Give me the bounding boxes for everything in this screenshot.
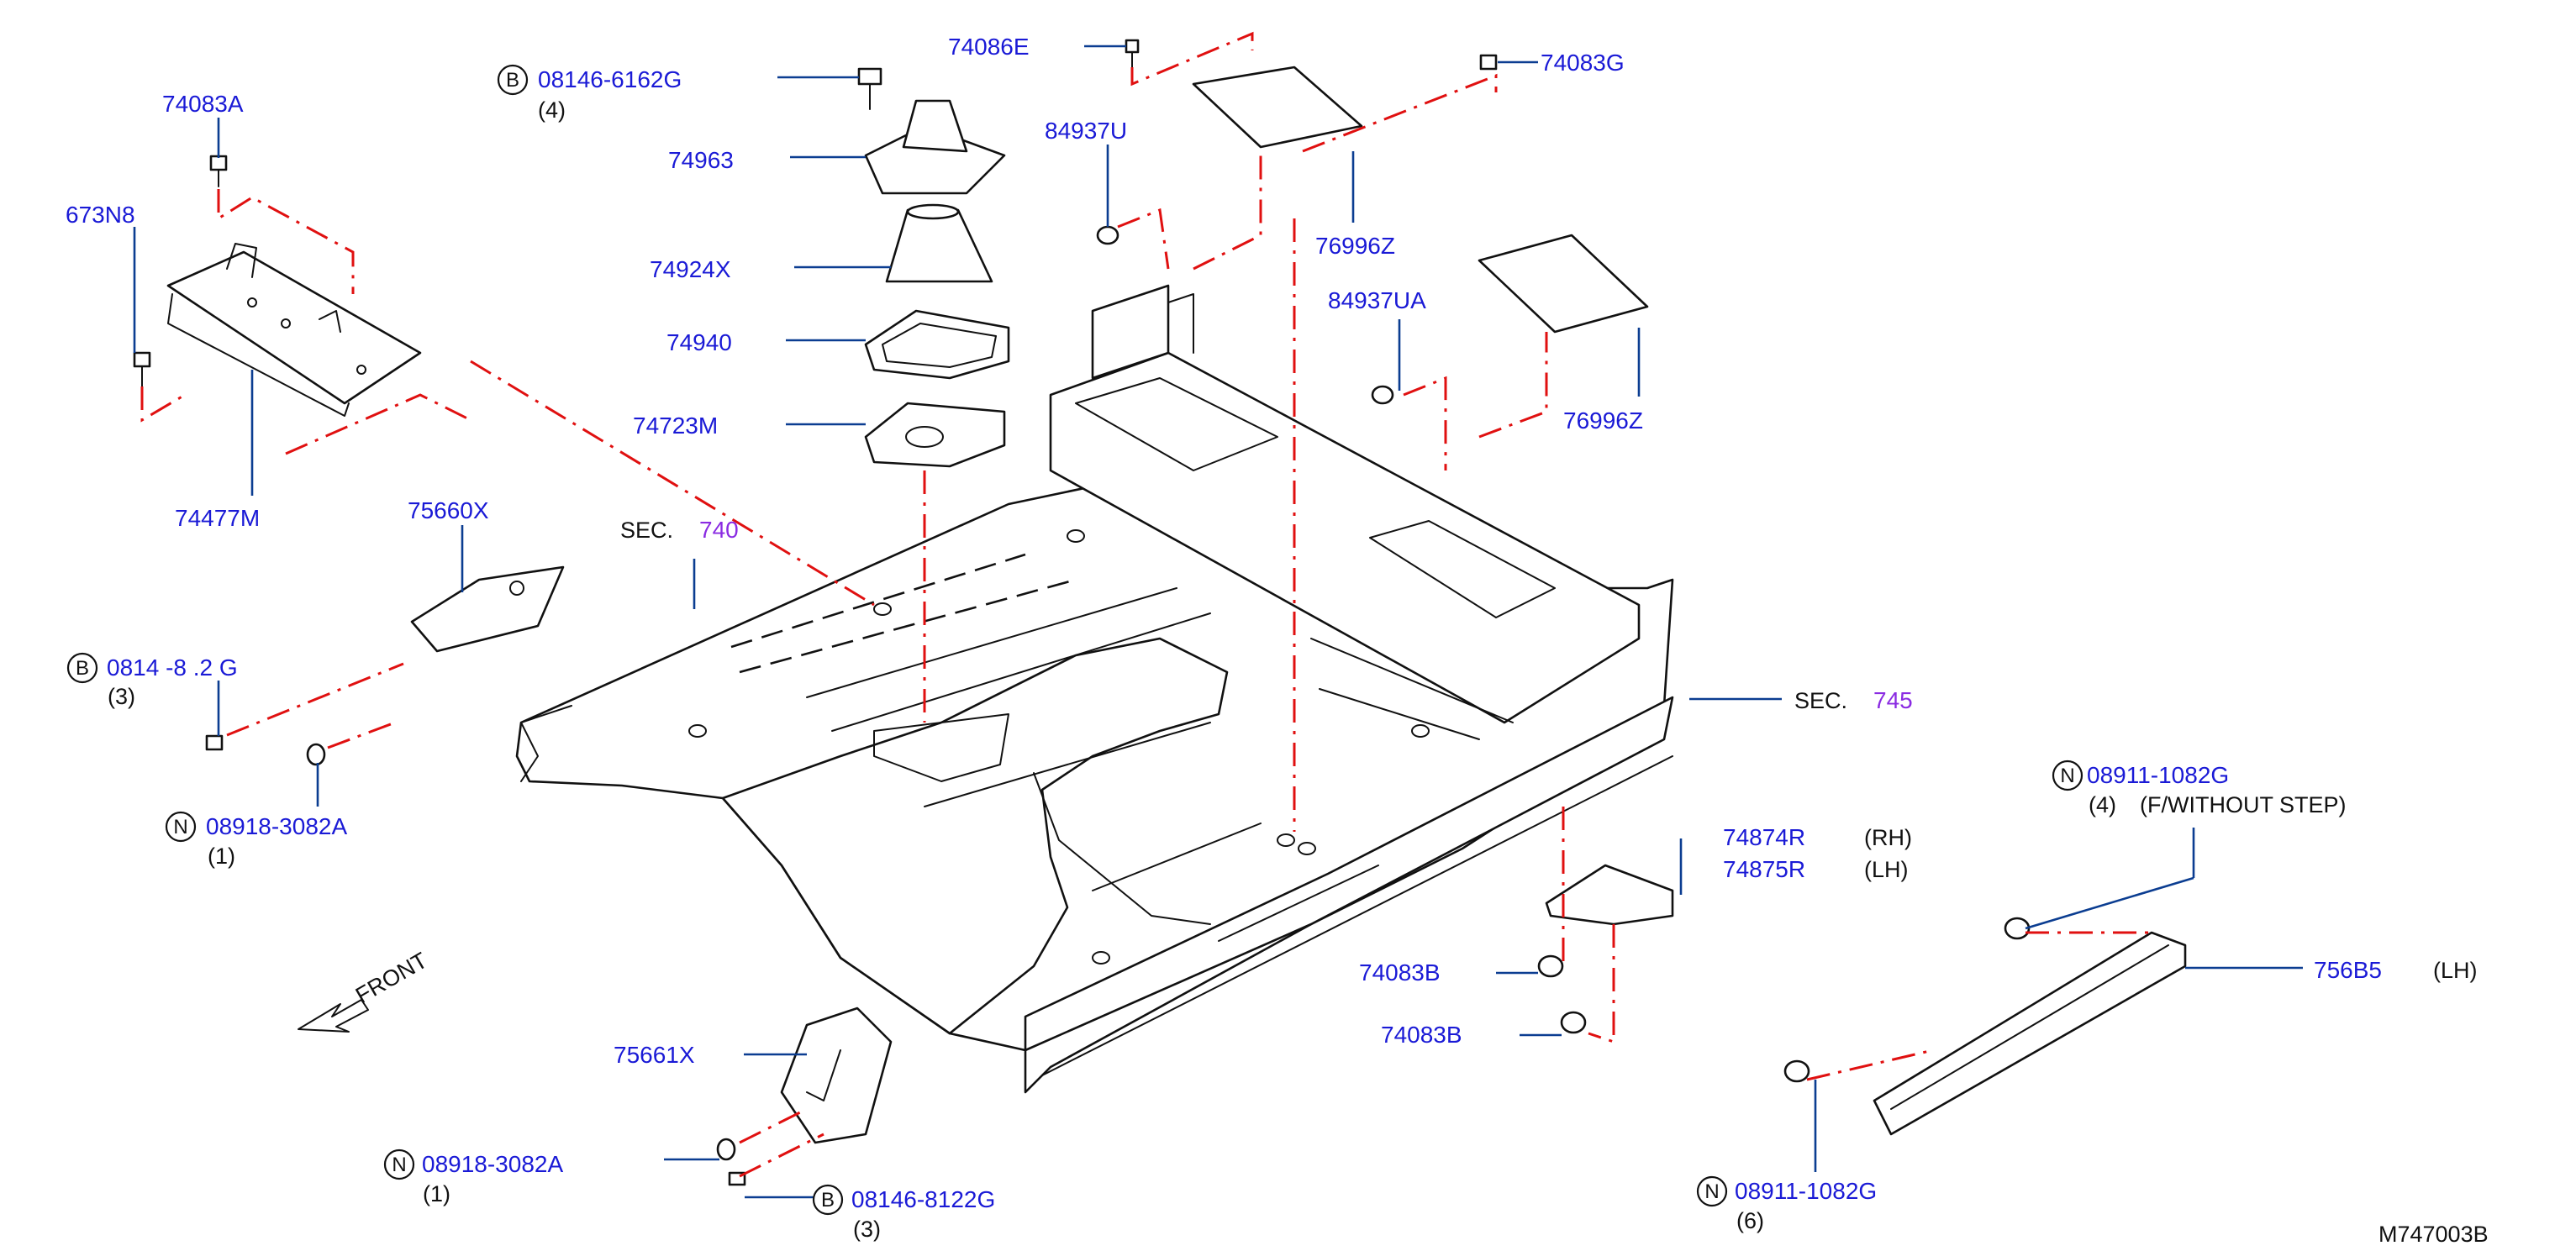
label-84937UA[interactable]: 84937UA [1328, 287, 1426, 313]
front-arrow-icon [298, 999, 369, 1033]
fastener-74083G [1479, 54, 1498, 71]
qty-08918-3082A-a: (1) [208, 844, 235, 869]
label-74477M[interactable]: 74477M [175, 505, 260, 531]
nut-08918-3082A-b [716, 1138, 736, 1161]
svg-text:N: N [173, 816, 187, 838]
label-08146-8122G[interactable]: 08146-8122G [851, 1186, 995, 1212]
nut-symbol-icon: N [1696, 1175, 1728, 1207]
pad-76996Z-a [1192, 66, 1363, 149]
clip-84937U [1096, 225, 1119, 245]
sec-740-link[interactable]: 740 [699, 517, 739, 543]
qty-08918-3082A-b: (1) [423, 1181, 450, 1206]
label-74875R[interactable]: 74875R [1723, 856, 1805, 882]
fastener-74086E [1125, 39, 1140, 68]
label-673N8[interactable]: 673N8 [66, 202, 135, 228]
shifter-bracket [166, 243, 422, 417]
fastener-74083A [209, 155, 228, 187]
label-76996Z-b[interactable]: 76996Z [1563, 407, 1643, 434]
clip-84937UA [1371, 385, 1394, 405]
label-08918-3082A-b[interactable]: 08918-3082A [422, 1151, 563, 1177]
nut-08918-3082A-a [306, 743, 326, 766]
nut-74083B-b [1560, 1011, 1587, 1034]
label-74723M[interactable]: 74723M [633, 413, 718, 439]
label-0814x-partial[interactable]: 0814 -8 .2 G [107, 654, 238, 681]
label-74924X[interactable]: 74924X [650, 256, 731, 282]
sec-740-prefix: SEC. [620, 518, 673, 543]
fastener-673N8 [133, 351, 151, 387]
label-08146-6162G[interactable]: 08146-6162G [538, 66, 682, 92]
side-756B5: (LH) [2433, 958, 2478, 983]
bracket-75661X [780, 1007, 893, 1144]
bolt-symbol-icon: B [497, 64, 529, 96]
qty-08146-8122G: (3) [853, 1217, 881, 1242]
note-08911-1082G-a: (F/WITHOUT STEP) [2140, 792, 2346, 817]
label-84937U[interactable]: 84937U [1045, 118, 1127, 144]
shift-boot [864, 99, 1006, 195]
nut-symbol-icon: N [2052, 760, 2083, 791]
label-74963[interactable]: 74963 [668, 147, 734, 173]
step-sill-756B5 [1873, 931, 2187, 1136]
qty-08911-1082G-a: (4) [2089, 792, 2116, 817]
part-labels: 74083A 673N8 74477M 08146-6162G (4) 7496… [66, 34, 2489, 1247]
phantom-lines [140, 31, 2152, 1178]
qty-0814x: (3) [108, 684, 135, 709]
sec-745-link[interactable]: 745 [1873, 687, 1913, 713]
label-08918-3082A-a[interactable]: 08918-3082A [206, 813, 347, 839]
bolt-0814x [205, 734, 224, 751]
nut-74083B-a [1537, 954, 1564, 978]
leader-lines [133, 45, 2303, 1199]
label-74083B-b[interactable]: 74083B [1381, 1022, 1462, 1048]
boot-cone [885, 203, 993, 283]
label-74083B-a[interactable]: 74083B [1359, 959, 1441, 986]
label-08911-1082G-a[interactable]: 08911-1082G [2087, 762, 2229, 788]
bolt-symbol-icon: B [812, 1184, 844, 1216]
label-75660X[interactable]: 75660X [408, 497, 489, 523]
side-74874R: (RH) [1864, 825, 1912, 850]
svg-text:N: N [392, 1154, 406, 1176]
svg-text:B: B [506, 69, 519, 92]
label-74083A[interactable]: 74083A [162, 91, 244, 117]
label-76996Z-a[interactable]: 76996Z [1315, 233, 1395, 259]
label-74940[interactable]: 74940 [666, 329, 732, 355]
qty-08911-1082G-b: (6) [1736, 1208, 1764, 1233]
label-756B5[interactable]: 756B5 [2314, 957, 2382, 983]
pad-76996Z-b [1478, 234, 1649, 334]
label-75661X[interactable]: 75661X [614, 1042, 695, 1068]
label-74083G[interactable]: 74083G [1541, 50, 1625, 76]
nut-symbol-icon: N [383, 1149, 415, 1180]
bolt-08146-6162G [857, 67, 882, 110]
label-08911-1082G-b[interactable]: 08911-1082G [1735, 1178, 1877, 1204]
nut-08911-1082G-a [2004, 917, 2031, 940]
floor-panel [515, 284, 1674, 1094]
boot-retainer [864, 402, 1006, 468]
sec-745-prefix: SEC. [1794, 688, 1847, 713]
svg-text:B: B [76, 657, 89, 680]
label-74086E[interactable]: 74086E [948, 34, 1030, 60]
front-label: FRONT [351, 948, 432, 1008]
diagram-id: M747003B [2378, 1222, 2489, 1247]
label-74874R[interactable]: 74874R [1723, 824, 1805, 850]
nut-symbol-icon: N [165, 811, 197, 843]
bolt-symbol-icon: B [66, 652, 98, 684]
svg-text:B: B [821, 1189, 835, 1212]
bracket-74874R [1545, 864, 1674, 926]
nut-08911-1082G-b [1783, 1059, 1810, 1083]
bracket-75660X [410, 565, 565, 653]
side-74875R: (LH) [1864, 857, 1909, 882]
svg-text:N: N [2060, 765, 2074, 787]
boot-plate [864, 309, 1010, 380]
qty-08146-6162G: (4) [538, 97, 566, 123]
svg-text:N: N [1704, 1180, 1719, 1203]
